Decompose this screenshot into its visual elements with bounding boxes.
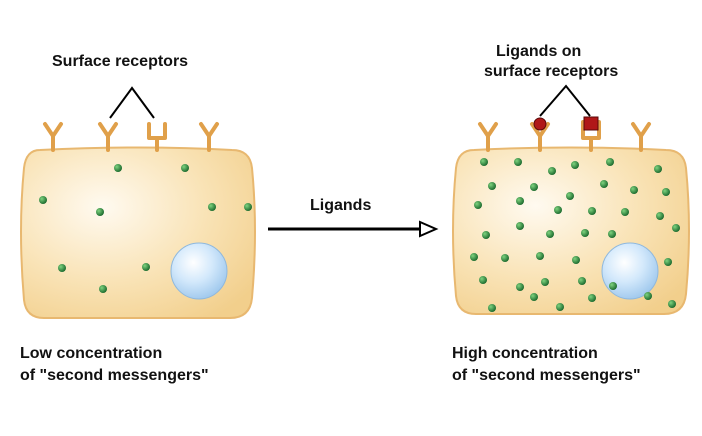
- left-second-messenger-8: [99, 285, 107, 293]
- right-second-messenger-19: [482, 231, 490, 239]
- left-second-messenger-3: [114, 164, 122, 172]
- right-second-messenger-1: [480, 158, 488, 166]
- right-cell-body: [452, 146, 690, 315]
- right-second-messenger-13: [474, 201, 482, 209]
- right-second-messenger-31: [516, 283, 524, 291]
- right-second-messenger-8: [530, 183, 538, 191]
- right-second-messenger-34: [609, 282, 617, 290]
- left-callout-lines: [109, 86, 155, 119]
- left-second-messenger-2: [96, 208, 104, 216]
- right-receptor-1: [478, 122, 498, 152]
- right-second-messenger-33: [578, 277, 586, 285]
- right-second-messenger-6: [654, 165, 662, 173]
- left-second-messenger-9: [244, 203, 252, 211]
- right-second-messenger-20: [516, 222, 524, 230]
- right-second-messenger-2: [514, 158, 522, 166]
- right-second-messenger-37: [556, 303, 564, 311]
- right-second-messenger-22: [581, 229, 589, 237]
- right-receptor-2: [530, 122, 550, 152]
- left-cell: [20, 146, 256, 319]
- right-second-messenger-30: [479, 276, 487, 284]
- left-receptors: [43, 122, 219, 152]
- right-caption-line1: High concentration: [452, 345, 598, 362]
- right-nucleus: [601, 242, 659, 300]
- right-second-messenger-12: [662, 188, 670, 196]
- left-second-messenger-6: [58, 264, 66, 272]
- right-caption-line2: of "second messengers": [452, 367, 641, 384]
- right-second-messenger-5: [606, 158, 614, 166]
- right-second-messenger-15: [554, 206, 562, 214]
- left-second-messenger-7: [142, 263, 150, 271]
- right-second-messenger-35: [488, 304, 496, 312]
- left-receptor-2: [98, 122, 118, 152]
- right-second-messenger-14: [516, 197, 524, 205]
- left-caption-line2: of "second messengers": [20, 367, 209, 384]
- right-second-messenger-23: [608, 230, 616, 238]
- right-second-messenger-36: [530, 293, 538, 301]
- right-second-messenger-29: [664, 258, 672, 266]
- right-second-messenger-24: [672, 224, 680, 232]
- arrow-label: Ligands: [310, 197, 372, 214]
- left-second-messenger-5: [208, 203, 216, 211]
- right-receptor-4: [631, 122, 651, 152]
- right-second-messenger-10: [600, 180, 608, 188]
- left-cell-body: [20, 146, 256, 319]
- right-second-messenger-7: [488, 182, 496, 190]
- right-second-messenger-40: [668, 300, 676, 308]
- right-second-messenger-4: [571, 161, 579, 169]
- ligand-round: [533, 117, 547, 131]
- right-cell: [452, 146, 690, 315]
- left-caption-line1: Low concentration: [20, 345, 163, 362]
- right-second-messenger-32: [541, 278, 549, 286]
- left-receptor-1: [43, 122, 63, 152]
- ligand-square: [583, 116, 599, 131]
- right-callout-lines: [539, 84, 591, 117]
- right-second-messenger-26: [501, 254, 509, 262]
- right-second-messenger-25: [470, 253, 478, 261]
- right-second-messenger-3: [548, 167, 556, 175]
- right-second-messenger-17: [621, 208, 629, 216]
- left-callout-label: Surface receptors: [52, 53, 189, 70]
- right-second-messenger-28: [572, 256, 580, 264]
- right-callout-label-line2: surface receptors: [484, 63, 619, 80]
- left-receptor-3: [147, 122, 167, 152]
- ligands-arrow: [268, 220, 439, 238]
- right-receptor-3: [581, 120, 601, 152]
- right-second-messenger-21: [546, 230, 554, 238]
- left-second-messengers: [39, 164, 252, 293]
- left-second-messenger-4: [181, 164, 189, 172]
- left-receptor-4: [199, 122, 219, 152]
- right-second-messenger-27: [536, 252, 544, 260]
- right-second-messenger-11: [630, 186, 638, 194]
- right-second-messengers: [470, 158, 680, 312]
- right-second-messenger-9: [566, 192, 574, 200]
- right-second-messenger-38: [588, 294, 596, 302]
- left-second-messenger-1: [39, 196, 47, 204]
- right-callout-label-line1: Ligands on: [496, 43, 582, 60]
- right-receptors: [478, 120, 651, 152]
- left-nucleus: [170, 242, 228, 300]
- right-second-messenger-18: [656, 212, 664, 220]
- right-second-messenger-16: [588, 207, 596, 215]
- right-second-messenger-39: [644, 292, 652, 300]
